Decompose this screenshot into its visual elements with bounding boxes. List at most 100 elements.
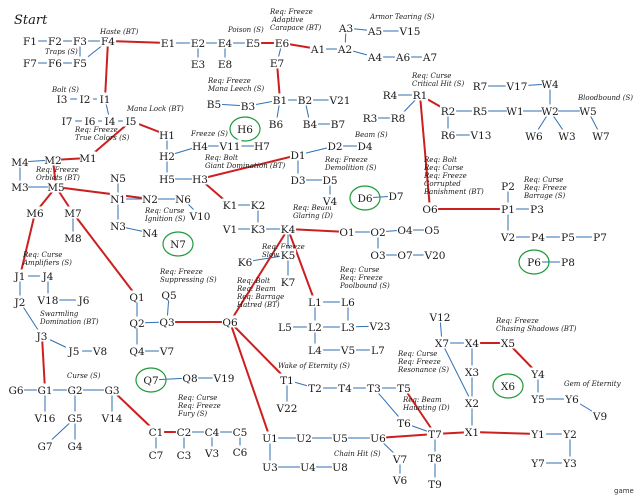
tree-node: J5 xyxy=(68,346,80,358)
node-backdrop xyxy=(66,411,84,424)
node-annotation: Carapace (BT) xyxy=(270,24,322,32)
tree-node: J6 xyxy=(78,295,90,307)
node-backdrop xyxy=(528,202,546,215)
node-backdrop xyxy=(389,111,407,124)
node-backdrop xyxy=(499,202,517,215)
node-backdrop xyxy=(395,416,413,429)
tree-node: V11 xyxy=(219,141,241,153)
node-backdrop xyxy=(44,153,62,166)
tree-node: V21 xyxy=(329,95,351,107)
tree-node: C2 xyxy=(177,427,192,439)
tree-node: I5 xyxy=(126,116,137,128)
tree-node: V14 xyxy=(101,413,123,425)
tree-node: D5 xyxy=(322,175,337,187)
tree-node: H7 xyxy=(254,141,270,153)
node-backdrop xyxy=(189,36,207,49)
tree-node: M3 xyxy=(11,182,28,194)
tree-node: M6 xyxy=(26,208,44,220)
node-backdrop xyxy=(216,36,234,49)
node-backdrop xyxy=(175,448,193,461)
tree-node: T8 xyxy=(428,453,442,465)
tree-node: I6 xyxy=(85,116,96,128)
tree-node: H1 xyxy=(159,130,175,142)
node-backdrop xyxy=(423,223,441,236)
node-annotation: Req: Beam xyxy=(236,285,276,293)
tree-node: E7 xyxy=(270,58,284,70)
node-backdrop xyxy=(75,293,93,306)
tree-node: J1 xyxy=(14,271,26,283)
tree-node: G6 xyxy=(8,385,23,397)
node-backdrop xyxy=(591,230,609,243)
node-annotation: Req: Curse xyxy=(523,176,563,184)
node-backdrop xyxy=(205,97,223,110)
tree-node: N1 xyxy=(110,194,126,206)
node-backdrop xyxy=(331,460,349,473)
node-annotation: Req: Freeze xyxy=(523,184,567,192)
node-backdrop xyxy=(529,230,547,243)
tree-node: N6 xyxy=(175,194,191,206)
node-backdrop xyxy=(396,223,414,236)
tree-node: V6 xyxy=(392,475,408,487)
tree-node: X1 xyxy=(465,427,479,439)
node-backdrop xyxy=(529,392,547,405)
tree-node: G1 xyxy=(37,385,52,397)
node-annotation: Banishment (BT) xyxy=(423,188,484,196)
tree-node: Q5 xyxy=(161,290,176,302)
tree-node: T5 xyxy=(397,383,411,395)
node-backdrop xyxy=(21,34,39,47)
node-backdrop xyxy=(36,383,54,396)
tree-node: R6 xyxy=(441,130,456,142)
tree-node: D2 xyxy=(327,141,342,153)
node-backdrop xyxy=(147,425,165,438)
connector-line xyxy=(441,342,473,404)
tree-node: R7 xyxy=(473,81,488,93)
node-backdrop xyxy=(46,56,64,69)
node-backdrop xyxy=(249,222,267,235)
node-backdrop xyxy=(559,230,577,243)
node-backdrop xyxy=(203,446,221,459)
node-backdrop xyxy=(591,409,609,422)
node-annotation: Barrage (S) xyxy=(523,192,566,200)
node-backdrop xyxy=(426,477,444,490)
node-backdrop xyxy=(64,206,82,219)
node-annotation: Req: Freeze xyxy=(269,8,313,16)
node-annotation: True Colors (S) xyxy=(75,134,130,142)
node-backdrop xyxy=(328,93,352,106)
tree-node: Y5 xyxy=(530,394,545,406)
tree-node: B2 xyxy=(298,95,312,107)
tree-node: O7 xyxy=(397,250,412,262)
node-annotation: Domination (BT) xyxy=(39,318,99,326)
tree-node: K5 xyxy=(281,250,296,262)
tree-node: X2 xyxy=(465,398,479,410)
node-backdrop xyxy=(366,24,384,37)
tree-node: H3 xyxy=(192,174,208,186)
tree-node: I2 xyxy=(80,94,91,106)
node-backdrop xyxy=(499,179,517,192)
tree-node: P4 xyxy=(531,232,545,244)
node-rings xyxy=(135,116,550,399)
tree-node: D7 xyxy=(388,191,403,203)
node-backdrop xyxy=(329,117,347,130)
node-backdrop xyxy=(271,93,289,106)
node-backdrop xyxy=(366,50,384,63)
node-annotation: Suppressing (S) xyxy=(160,276,217,284)
node-backdrop xyxy=(221,222,239,235)
node-backdrop xyxy=(471,79,489,92)
node-backdrop xyxy=(11,180,29,193)
node-backdrop xyxy=(109,171,127,184)
tree-node: B5 xyxy=(207,99,221,111)
node-annotation: Req: Freeze xyxy=(74,126,118,134)
node-backdrop xyxy=(109,219,127,232)
node-annotation: Req: Freeze xyxy=(339,274,383,282)
tree-node: J2 xyxy=(14,297,26,309)
node-annotation: Hatred (BT) xyxy=(236,301,280,309)
node-backdrop xyxy=(428,310,452,323)
node-annotation: Bloodbound (S) xyxy=(577,94,633,102)
node-backdrop xyxy=(278,373,296,386)
highlighted-path xyxy=(72,212,138,298)
node-backdrop xyxy=(158,344,176,357)
highlighted-paths xyxy=(19,40,539,439)
tree-node: V17 xyxy=(506,81,528,93)
highlighted-path xyxy=(419,94,431,210)
tree-node: P6 xyxy=(527,257,541,269)
